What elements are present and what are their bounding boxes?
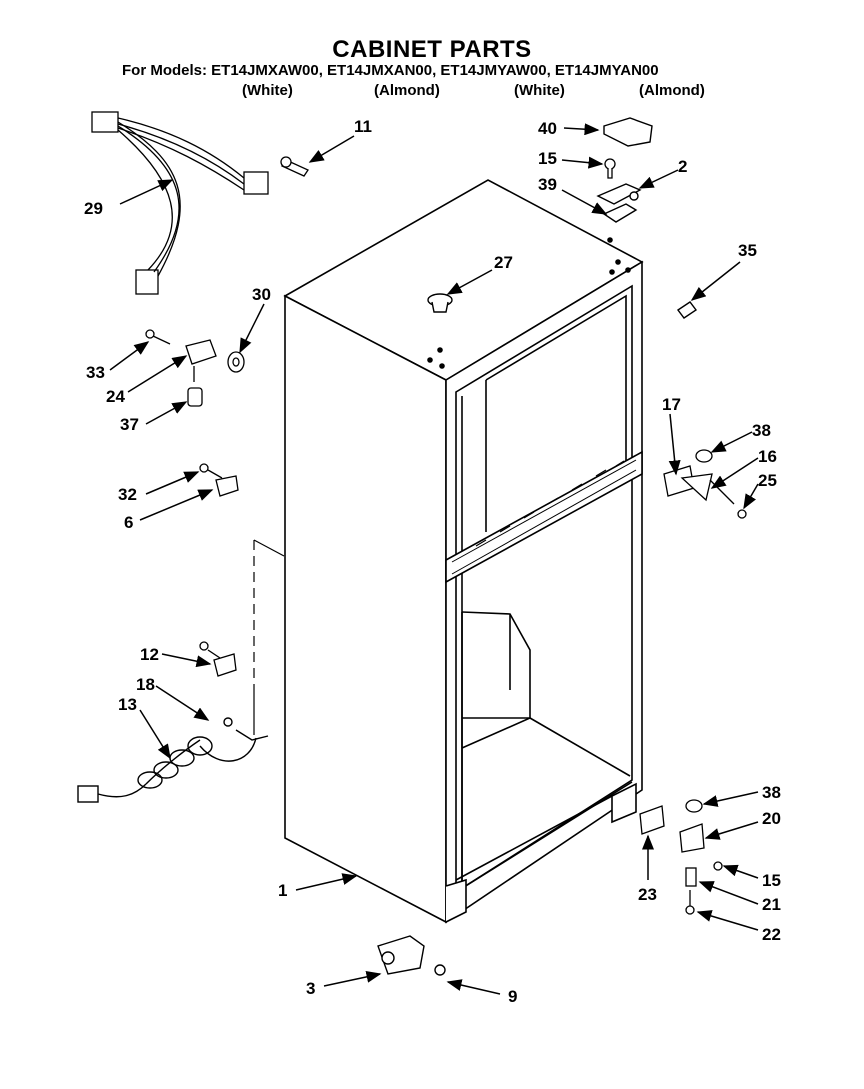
callout-9: 9 [508,987,517,1006]
cord-holder-assembly [145,329,245,407]
callout-2: 2 [678,157,687,176]
cap-27 [427,293,453,313]
callout-labels: 1 2 3 6 9 11 12 13 15 15 16 17 18 20 21 … [84,117,781,1006]
page-title: CABINET PARTS [332,36,532,63]
callout-33: 33 [86,363,105,382]
callout-24: 24 [106,387,125,406]
leader-lines [109,123,759,995]
callout-25: 25 [758,471,777,490]
variant-label-4: (Almond) [639,82,705,99]
variant-label-2: (Almond) [374,82,440,99]
callout-30: 30 [252,285,271,304]
callout-40: 40 [538,119,557,138]
callout-37: 37 [120,415,139,434]
callout-35: 35 [738,241,757,260]
power-cord-13 [77,717,269,803]
cabinet-body [283,179,644,924]
callout-18: 18 [136,675,155,694]
shim-39 [602,203,638,223]
callout-12: 12 [140,645,159,664]
plug-35 [676,301,698,319]
callout-22: 22 [762,925,781,944]
callout-27: 27 [494,253,513,272]
center-hinge-assembly [663,449,747,519]
callout-21: 21 [762,895,781,914]
variant-label-3: (White) [514,82,565,99]
callout-15-top: 15 [538,149,557,168]
callout-6: 6 [124,513,133,532]
model-list: For Models: ET14JMXAW00, ET14JMXAN00, ET… [122,62,659,79]
callout-16: 16 [758,447,777,466]
callout-15-bottom: 15 [762,871,781,890]
callout-39: 39 [538,175,557,194]
callout-17: 17 [662,395,681,414]
dashed-guide [253,539,285,735]
callout-38-top: 38 [752,421,771,440]
callout-29: 29 [84,199,103,218]
callout-11: 11 [354,117,372,136]
callout-3: 3 [306,979,315,998]
lower-hinge-assembly [639,799,723,915]
callout-32: 32 [118,485,137,504]
variant-label-1: (White) [242,82,293,99]
top-hinge-2 [596,183,642,205]
clip-6-screw-32 [199,463,239,497]
callout-13: 13 [118,695,137,714]
clip-12 [199,641,237,677]
callout-23: 23 [638,885,657,904]
screw-15-top [604,158,616,179]
wiring-harness-29 [91,111,269,295]
callout-38-bottom: 38 [762,783,781,802]
bottom-hinge-3 [377,935,446,976]
callout-1: 1 [278,881,287,900]
callout-20: 20 [762,809,781,828]
top-hinge-cover-40 [603,117,653,147]
screw-11 [280,156,309,177]
